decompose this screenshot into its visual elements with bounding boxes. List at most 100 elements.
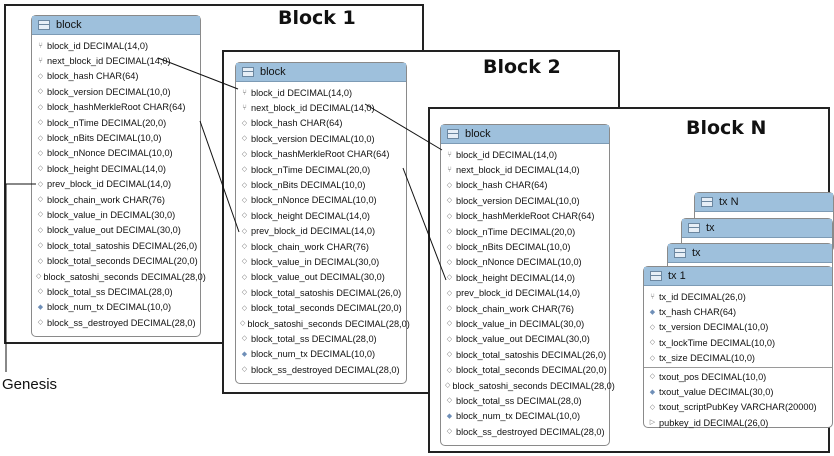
column-row: block_total_ss DECIMAL(28,0) [441,393,609,408]
table-icon [447,129,459,139]
column-row: block_nNonce DECIMAL(10,0) [441,255,609,270]
column-row: block_value_in DECIMAL(30,0) [236,254,406,269]
column-row: tx_id DECIMAL(26,0) [644,289,832,304]
column-row: block_height DECIMAL(14,0) [441,270,609,285]
column-row: next_block_id DECIMAL(14,0) [236,100,406,115]
column-row: block_total_seconds DECIMAL(20,0) [32,253,200,268]
prev-block-link-2-1 [199,120,240,233]
column-label: block_value_in DECIMAL(30,0) [456,318,585,329]
column-label: block_chain_work CHAR(76) [456,303,574,314]
table-title: tx [692,247,701,259]
column-label: txout_scriptPubKey VARCHAR(20000) [659,402,817,413]
column-row: block_nTime DECIMAL(20,0) [236,162,406,177]
column-row: block_nBits DECIMAL(10,0) [32,130,200,145]
column-label: block_value_in DECIMAL(30,0) [251,256,380,267]
prev-block-link-n-2 [402,167,447,281]
column-row: block_height DECIMAL(14,0) [236,208,406,223]
column-row: next_block_id DECIMAL(14,0) [441,162,609,177]
column-label: block_id DECIMAL(14,0) [456,149,558,160]
column-label: block_height DECIMAL(14,0) [251,210,370,221]
table-title: block [260,66,286,78]
column-row: block_chain_work CHAR(76) [441,301,609,316]
column-row: block_value_in DECIMAL(30,0) [32,207,200,222]
column-label: block_total_satoshis DECIMAL(26,0) [47,240,198,251]
column-row: block_total_ss DECIMAL(28,0) [32,284,200,299]
table-icon [650,271,662,281]
column-label: block_nTime DECIMAL(20,0) [47,117,167,128]
column-row: block_satoshi_seconds DECIMAL(28,0) [236,316,410,331]
column-row: block_nTime DECIMAL(20,0) [441,224,609,239]
column-label: next_block_id DECIMAL(14,0) [251,103,375,114]
column-label: block_nBits DECIMAL(10,0) [47,133,162,144]
column-row: block_value_out DECIMAL(30,0) [32,223,200,238]
column-row: block_hashMerkleRoot CHAR(64) [236,147,406,162]
column-row: tx_size DECIMAL(10,0) [644,351,832,366]
column-row: tx_hash CHAR(64) [644,304,832,319]
column-label: block_hashMerkleRoot CHAR(64) [47,102,186,113]
column-label: prev_block_id DECIMAL(14,0) [456,288,581,299]
block-2-title: Block 2 [483,56,561,78]
column-row: block_chain_work CHAR(76) [32,192,200,207]
table-title: block [465,128,491,140]
column-row: txout_pos DECIMAL(10,0) [644,369,832,384]
column-row: prev_block_id DECIMAL(14,0) [441,286,609,301]
column-label: block_nTime DECIMAL(20,0) [251,164,371,175]
column-row: block_hash CHAR(64) [32,69,200,84]
table-header: block [441,125,609,144]
column-label: block_chain_work CHAR(76) [251,241,369,252]
column-label: block_version DECIMAL(10,0) [251,133,375,144]
genesis-pointer [5,183,36,372]
column-row: block_satoshi_seconds DECIMAL(28,0) [32,269,205,284]
column-label: tx_size DECIMAL(10,0) [659,353,755,364]
column-label: block_height DECIMAL(14,0) [47,163,166,174]
column-label: block_value_out DECIMAL(30,0) [251,272,385,283]
column-row: block_ss_destroyed DECIMAL(28,0) [441,424,609,439]
table-title: tx 1 [668,270,686,282]
column-label: block_total_ss DECIMAL(28,0) [251,333,377,344]
column-row: block_total_satoshis DECIMAL(26,0) [441,347,609,362]
column-row: prev_block_id DECIMAL(14,0) [236,224,406,239]
table-title: block [56,19,82,31]
column-row: block_id DECIMAL(14,0) [236,85,406,100]
column-label: block_nTime DECIMAL(20,0) [456,226,576,237]
column-label: block_ss_destroyed DECIMAL(28,0) [47,317,196,328]
column-label: block_nBits DECIMAL(10,0) [251,180,366,191]
column-label: block_hash CHAR(64) [47,71,139,82]
block-1-title: Block 1 [278,7,356,29]
column-label: block_chain_work CHAR(76) [47,194,165,205]
column-label: next_block_id DECIMAL(14,0) [47,56,171,67]
block-table-1: block block_id DECIMAL(14,0) next_block_id… [31,15,206,337]
table-header: block [32,16,200,35]
column-label: block_height DECIMAL(14,0) [456,272,575,283]
column-row: block_height DECIMAL(14,0) [32,161,200,176]
column-row: block_version DECIMAL(10,0) [32,84,200,99]
column-label: pubkey_id DECIMAL(26,0) [659,417,769,428]
column-row: block_hashMerkleRoot CHAR(64) [32,100,200,115]
table-icon [688,223,700,233]
column-label: block_nBits DECIMAL(10,0) [456,242,571,253]
column-row: block_ss_destroyed DECIMAL(28,0) [32,315,200,330]
column-label: prev_block_id DECIMAL(14,0) [251,226,376,237]
column-row: block_nTime DECIMAL(20,0) [32,115,200,130]
column-label: block_nNonce DECIMAL(10,0) [456,257,582,268]
next-block-link-1-2 [157,57,239,90]
column-label: tx_version DECIMAL(10,0) [659,322,769,333]
column-label: block_total_seconds DECIMAL(20,0) [251,303,402,314]
block-table-2: block block_id DECIMAL(14,0) next_block_id… [235,62,410,384]
column-label: block_value_out DECIMAL(30,0) [47,225,181,236]
column-label: block_satoshi_seconds DECIMAL(28,0) [247,318,410,329]
column-row: block_version DECIMAL(10,0) [441,193,609,208]
column-label: prev_block_id DECIMAL(14,0) [47,179,172,190]
table-title: tx N [719,196,739,208]
column-label: txout_pos DECIMAL(10,0) [659,371,767,382]
table-icon [701,197,713,207]
column-row: block_hash CHAR(64) [236,116,406,131]
column-label: block_id DECIMAL(14,0) [47,40,149,51]
block-table-n: block block_id DECIMAL(14,0) next_block_id… [440,124,615,446]
column-row: block_chain_work CHAR(76) [236,239,406,254]
column-row: block_value_in DECIMAL(30,0) [441,316,609,331]
table-icon [674,248,686,258]
column-row: block_total_satoshis DECIMAL(26,0) [236,285,406,300]
column-row: block_nBits DECIMAL(10,0) [441,239,609,254]
table-title: tx [706,222,715,234]
